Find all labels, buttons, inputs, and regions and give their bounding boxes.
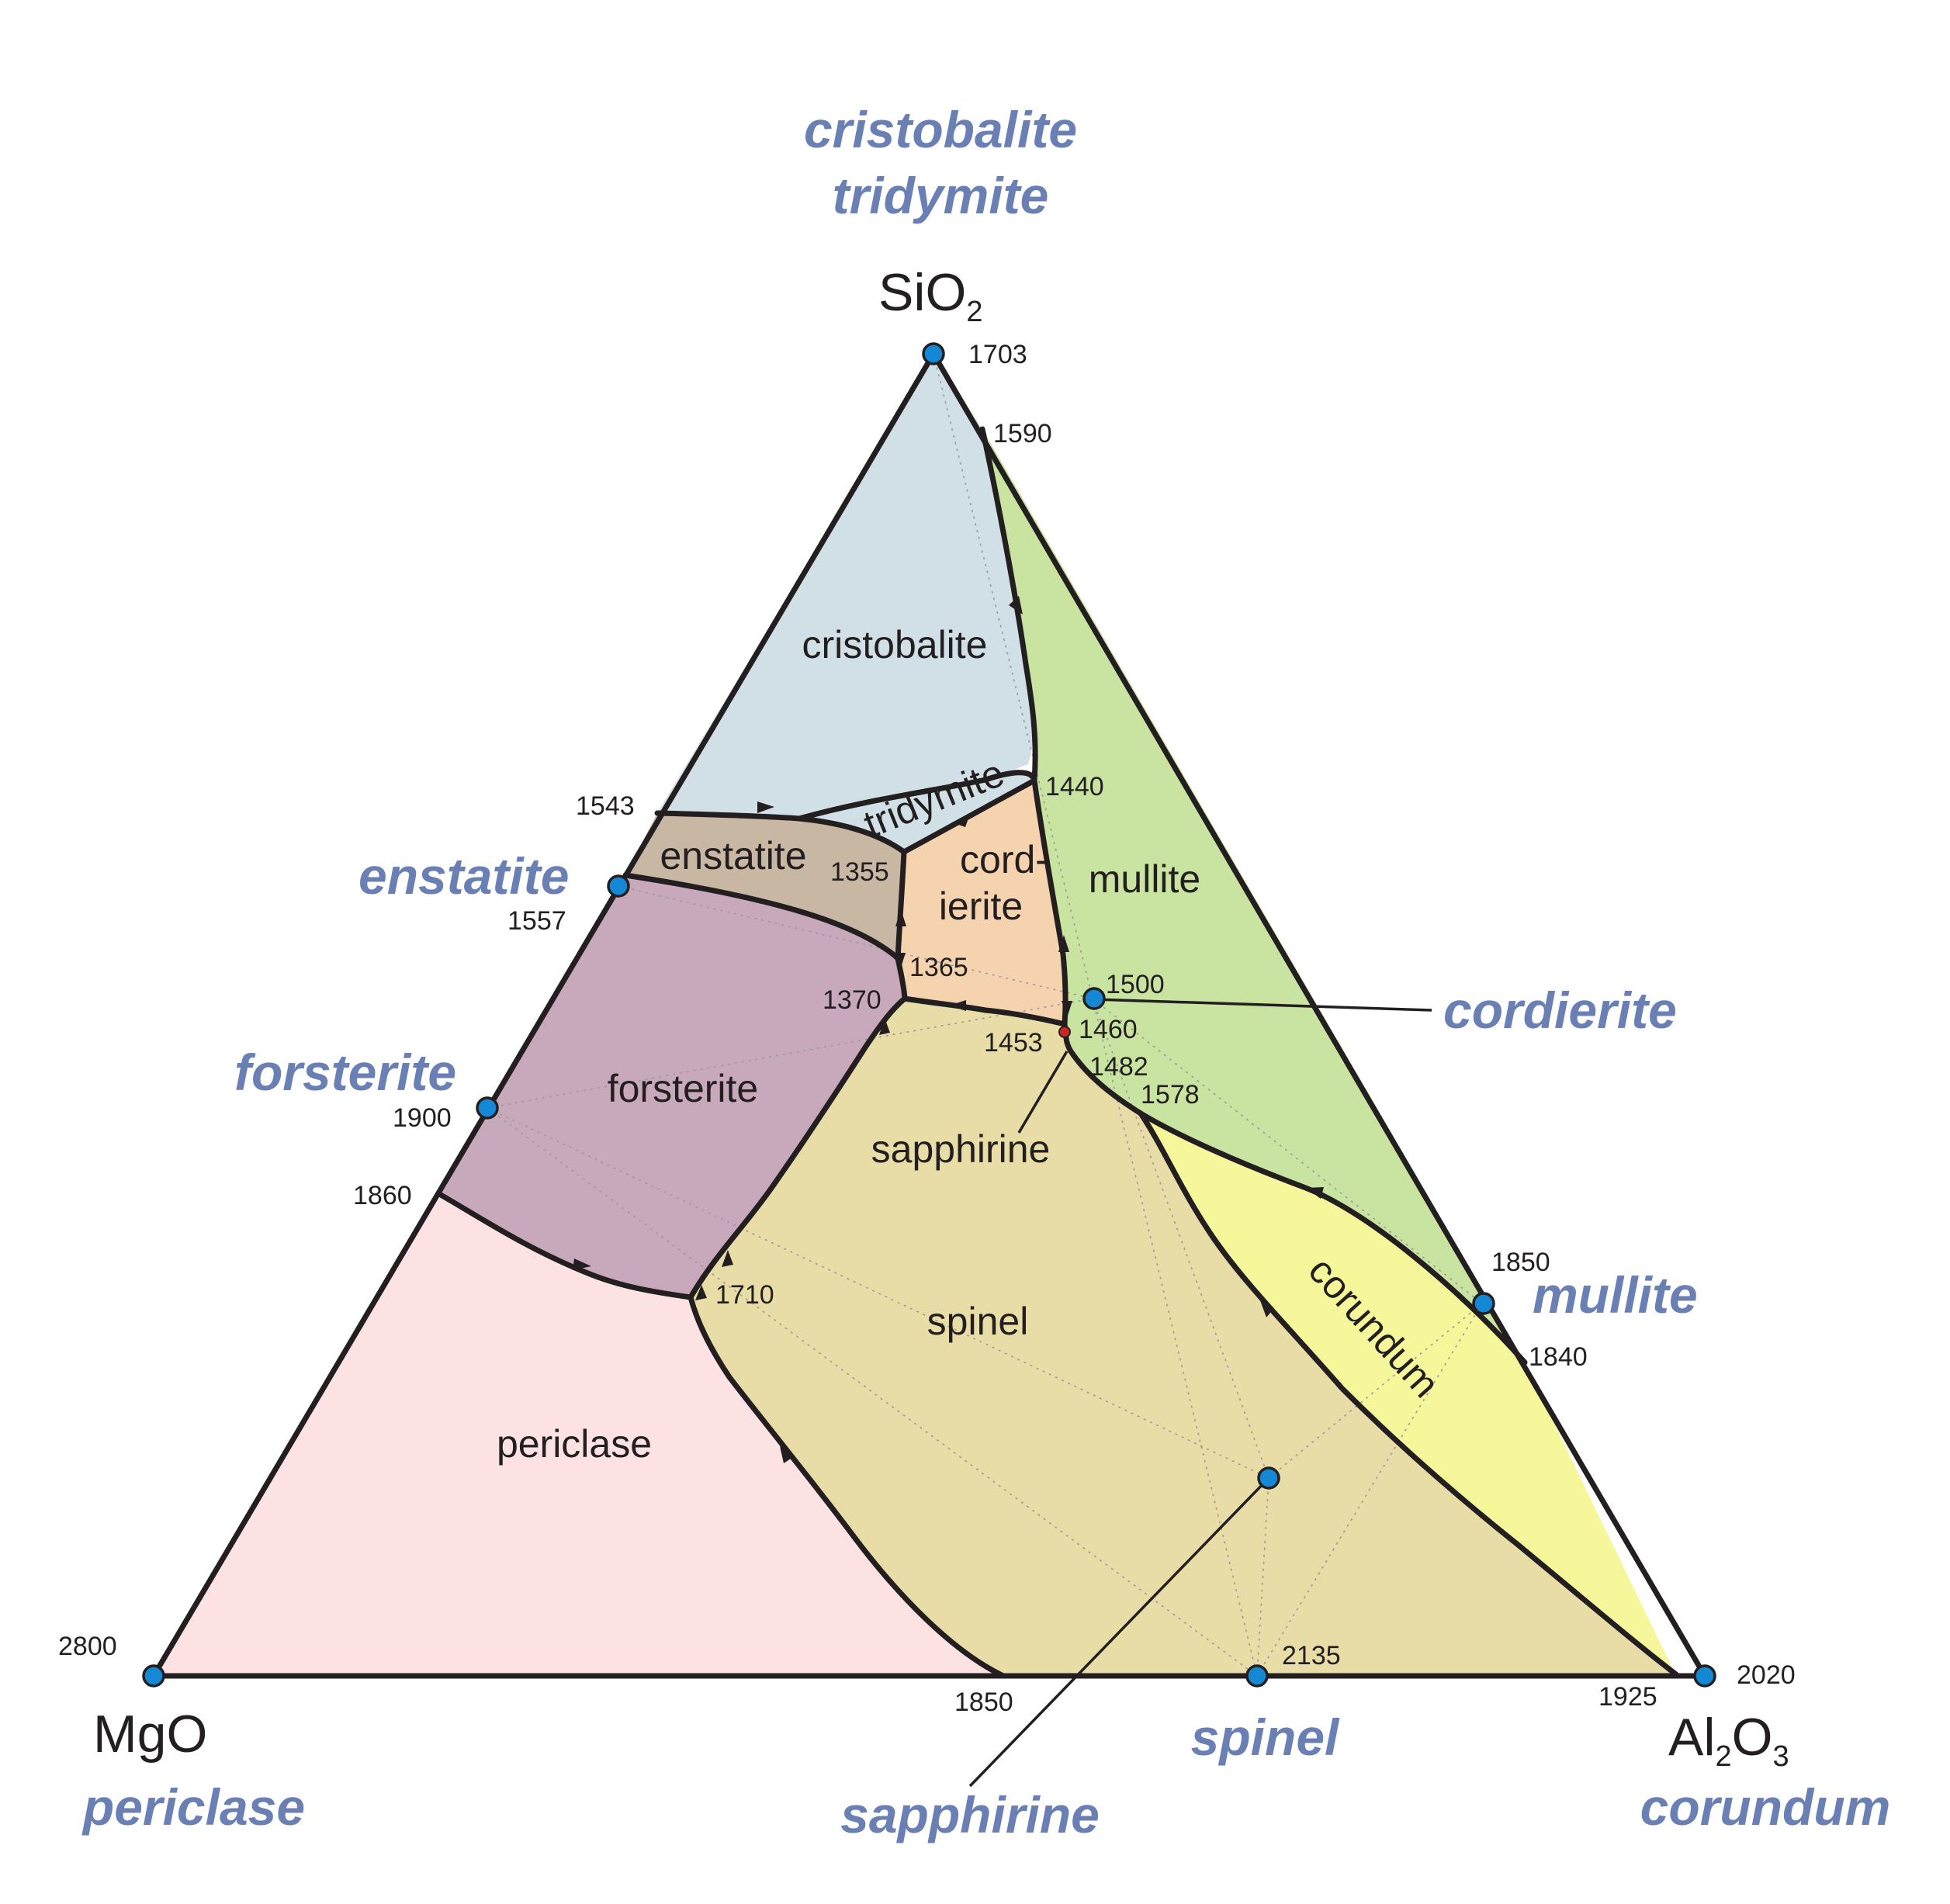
cordierite-point [1082,987,1106,1010]
field-label-mullite: mullite [1089,857,1200,901]
temp-1590: 1590 [993,419,1052,448]
field-label-spinel: spinel [927,1300,1029,1343]
arrow [780,1446,793,1463]
sio2-point [922,342,945,365]
cristobalite-field [657,354,1034,819]
temp-1925: 1925 [1598,1682,1657,1712]
invariant-point-marker [1058,1026,1071,1038]
temp-1710: 1710 [715,1280,774,1310]
arrow [695,1285,707,1300]
temp-1703: 1703 [968,340,1027,369]
arrow [1306,1187,1324,1199]
boundary-arrows [573,596,1324,1463]
phase-label-tridymite: tridymite [833,167,1049,224]
field-label-periclase: periclase [497,1422,652,1466]
arrow [1058,935,1069,952]
phase-label-periclase: periclase [81,1778,305,1836]
temp-2135: 2135 [1282,1641,1341,1670]
sapphirine-point [1257,1466,1280,1490]
temp-1850-base: 1850 [954,1688,1013,1717]
arrow [573,1258,591,1270]
cordierite-field [898,781,1066,1024]
temp-1453: 1453 [984,1028,1043,1058]
mullite-field [982,429,1525,1362]
arrow [952,816,969,827]
field-label-cristobalite: cristobalite [802,623,988,666]
field-label-cordierite-1: cord- [960,838,1048,881]
boundary-curves [438,426,1679,1679]
temp-1370: 1370 [823,985,881,1015]
temp-1543: 1543 [576,791,635,821]
arrow [757,801,774,813]
forsterite-field [441,875,905,1297]
temp-1500: 1500 [1106,970,1165,999]
arrow [949,1000,966,1011]
temp-1900: 1900 [393,1103,452,1133]
tie-lines [487,353,1483,1677]
phase-label-cristobalite: cristobalite [804,101,1077,158]
temp-1355: 1355 [830,857,889,887]
mullite-point [1472,1292,1495,1315]
forsterite-point [476,1096,499,1120]
arrow [895,909,906,926]
field-label-sapphirine: sapphirine [871,1127,1051,1171]
periclase-field [154,1195,1003,1676]
enstatite-point [607,874,630,898]
phase-label-enstatite: enstatite [358,847,569,905]
component-al2o3: Al2O3 [1668,1708,1789,1773]
spinel-point [1245,1664,1269,1688]
phase-label-sapphirine: sapphirine [840,1786,1100,1843]
spinel-field [691,999,1676,1676]
temp-1440: 1440 [1045,772,1104,801]
arrow [1260,1300,1274,1317]
phase-label-mullite: mullite [1533,1266,1698,1324]
temp-1482: 1482 [1089,1052,1148,1082]
field-label-cordierite-2: ierite [939,884,1023,928]
compound-points [142,342,1716,1688]
temp-1460: 1460 [1079,1015,1138,1044]
tridymite-field [799,772,1034,852]
phase-label-spinel: spinel [1191,1708,1340,1766]
temp-1850-mullite: 1850 [1491,1248,1550,1277]
temp-1557: 1557 [507,906,566,936]
temp-1860: 1860 [353,1181,412,1210]
temp-2020: 2020 [1737,1660,1796,1690]
temp-1578: 1578 [1141,1080,1200,1110]
triangle-outline [151,351,1708,1679]
component-mgo: MgO [93,1705,207,1764]
field-label-enstatite: enstatite [660,834,806,878]
phase-label-forsterite: forsterite [234,1044,456,1101]
arrow [895,953,906,970]
mgo-point [142,1664,165,1688]
phase-label-cordierite: cordierite [1443,981,1677,1039]
corundum-field [1141,1113,1676,1676]
phase-label-corundum: corundum [1640,1778,1891,1836]
component-sio2: SiO2 [878,263,983,328]
arrow [879,1018,890,1035]
leader-lines [968,998,1432,1788]
field-label-forsterite: forsterite [608,1067,759,1110]
temp-1365: 1365 [909,953,968,982]
arrow [1062,1001,1072,1018]
temp-1840: 1840 [1529,1342,1588,1372]
arrow [1009,596,1023,614]
arrow [722,1250,733,1267]
temp-2800: 2800 [58,1632,117,1661]
al2o3-point [1693,1664,1716,1688]
